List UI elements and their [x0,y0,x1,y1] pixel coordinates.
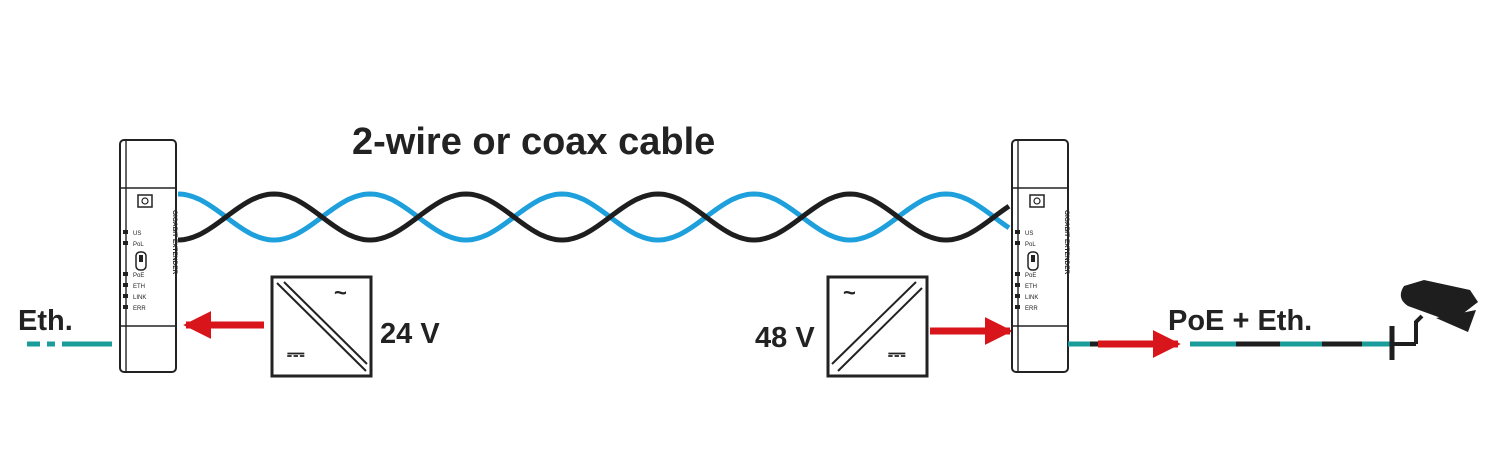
gigabit-extender-left: US PoL PoE ETH LINK ERR GIGABIT EXTENDER [119,139,178,373]
ac-symbol: ~ [843,280,856,305]
logo-icon [137,194,153,208]
led-label-link: LINK [1025,295,1038,301]
device-vertical-label: GIGABIT EXTENDER [171,210,178,275]
gigabit-extender-right: US PoL PoE ETH LINK ERR GIGABIT EXTENDER [1011,139,1070,373]
wire-black [177,191,1011,243]
ac-symbol: ~ [334,280,347,305]
power-supply-right: ~ ⎓ [826,275,929,378]
led-label-eth: ETH [133,284,145,290]
device-vertical-label: GIGABIT EXTENDER [1063,210,1070,275]
led-label-pol: PoL [133,242,144,248]
led-label-poe: PoE [133,273,144,279]
cable-title: 2-wire or coax cable [352,121,715,163]
led-label-err: ERR [1025,306,1038,312]
cctv-camera-icon [1389,280,1478,360]
power-supply-left: ~ ⎓ [270,275,373,378]
eth-label-left: Eth. [18,305,73,337]
dc-symbol: ⎓ [888,341,906,366]
poe-eth-label: PoE + Eth. [1168,305,1312,337]
voltage-label-right: 48 V [755,322,815,354]
logo-icon [1029,194,1045,208]
led-label-us: US [1025,231,1033,237]
led-label-err: ERR [133,306,146,312]
wire-blue [177,191,1011,243]
dc-symbol: ⎓ [287,341,305,366]
led-label-poe: PoE [1025,273,1036,279]
led-label-eth: ETH [1025,284,1037,290]
led-label-link: LINK [133,295,146,301]
voltage-label-left: 24 V [380,318,440,350]
led-label-us: US [133,231,141,237]
twisted-pair-cable [177,191,1011,243]
led-label-pol: PoL [1025,242,1036,248]
led-column: US PoL PoE ETH LINK ERR [1015,230,1038,312]
led-column: US PoL PoE ETH LINK ERR [123,230,146,312]
